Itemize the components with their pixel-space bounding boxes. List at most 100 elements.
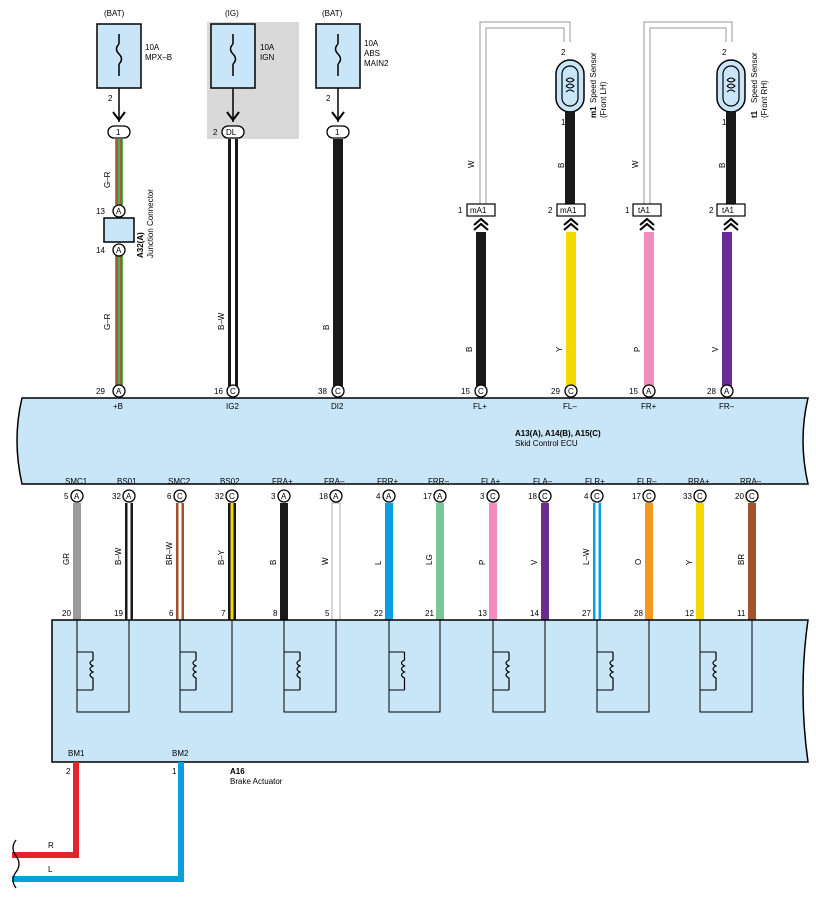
ecu-bottom-pin-label: BS02 <box>220 477 240 486</box>
fuse-pin: 2 <box>108 94 113 103</box>
solenoid-frame <box>596 620 650 713</box>
ecu-bottom-pin-num: 32 <box>112 492 121 501</box>
ecu-bottom-pin-label: FLR– <box>637 477 657 486</box>
svg-text:Y: Y <box>555 346 564 352</box>
svg-text:BM1: BM1 <box>68 749 85 758</box>
ecu-bottom-pin-conn: C <box>749 492 755 501</box>
ecu-bottom-pin-conn: C <box>542 492 548 501</box>
ecu-bottom-wire-stripe <box>595 503 599 620</box>
conn-pin-left: 2 <box>213 128 218 137</box>
ecu-bottom-pin-num: 18 <box>528 492 537 501</box>
ecu-bottom-pin-label: FLA– <box>533 477 553 486</box>
ecu-bottom-wire <box>489 503 497 620</box>
fuse-source: (IG) <box>225 9 239 18</box>
ecu-bottom-pin-num: 32 <box>215 492 224 501</box>
svg-text:+B: +B <box>113 402 123 411</box>
svg-text:38: 38 <box>318 387 327 396</box>
ecu-bottom-pin <box>225 489 239 503</box>
ecu-bottom-wire-label: BR–W <box>165 541 174 565</box>
ecu-bottom-pin-conn: C <box>229 492 235 501</box>
actuator-solenoids <box>76 620 753 713</box>
svg-text:FL–: FL– <box>563 402 577 411</box>
ecu-bottom-pin-conn: C <box>646 492 652 501</box>
svg-text:2: 2 <box>722 48 727 57</box>
solenoid-frame <box>76 620 130 713</box>
ecu-title: A13(A), A14(B), A15(C) <box>515 429 601 438</box>
ecu-bottom-pin-label: FLA+ <box>481 477 501 486</box>
ecu-bottom-wire-label: L <box>374 560 383 565</box>
bm-wires: 2 1 R L <box>12 762 184 889</box>
svg-text:A: A <box>646 387 652 396</box>
svg-text:(Front LH): (Front LH) <box>599 81 608 118</box>
actuator-pin-num: 21 <box>425 609 434 618</box>
svg-text:1: 1 <box>172 767 177 776</box>
ecu-bottom-pin-num: 33 <box>683 492 692 501</box>
ecu-bottom-pin <box>590 489 604 503</box>
ecu-bottom-pin <box>277 489 291 503</box>
ecu-bottom-pin-num: 4 <box>584 492 589 501</box>
ecu-bottom-pin-label: SMC2 <box>168 477 191 486</box>
svg-text:1: 1 <box>722 118 727 127</box>
fuse-amp: 10A <box>364 39 379 48</box>
solenoid-lead <box>284 651 300 691</box>
ecu-bottom-pin-label: RRA– <box>740 477 762 486</box>
ecu-bottom-wire <box>541 503 549 620</box>
actuator-pin-num: 13 <box>478 609 487 618</box>
ecu-bottom-wire-stripe <box>178 503 182 620</box>
ecu-bottom-pin-num: 18 <box>319 492 328 501</box>
solenoid-frame <box>388 620 441 713</box>
ecu-bottom-pin-conn: C <box>177 492 183 501</box>
solenoid-frame <box>699 620 753 713</box>
ecu-bottom-wire-label: O <box>634 559 643 565</box>
junction-pin-bottom: 14 <box>96 246 105 255</box>
skid-control-ecu: A13(A), A14(B), A15(C) Skid Control ECU <box>16 397 809 485</box>
svg-text:IG2: IG2 <box>226 402 239 411</box>
junction-pin-top: 13 <box>96 207 105 216</box>
svg-text:m1: m1 <box>589 106 598 118</box>
ecu-bottom-pin-conn: A <box>333 492 339 501</box>
ecu-bottom-wire-label: BR <box>737 554 746 565</box>
ecu-bottom-pin <box>693 489 707 503</box>
actuator-pin-num: 6 <box>169 609 174 618</box>
actuator-pin-num: 14 <box>530 609 539 618</box>
ecu-bottom-wire-label: Y <box>685 559 694 565</box>
ecu-bottom-wire <box>331 502 341 621</box>
wire-label: G–R <box>103 313 112 330</box>
ecu-bottom-pin <box>538 489 552 503</box>
solenoid-coil <box>89 652 95 690</box>
actuator-pin-num: 12 <box>685 609 694 618</box>
fuse-source: (BAT) <box>322 9 343 18</box>
ecu-subtitle: Skid Control ECU <box>515 439 578 448</box>
actuator-pin-num: 28 <box>634 609 643 618</box>
fuse-name-2: MAIN2 <box>364 59 389 68</box>
svg-text:tA1: tA1 <box>722 206 735 215</box>
ecu-bottom-pin-conn: A <box>281 492 287 501</box>
ecu-bottom-wire-label: LG <box>425 554 434 565</box>
ecu-bottom-wire-label: L–W <box>582 548 591 565</box>
svg-text:tA1: tA1 <box>638 206 651 215</box>
svg-text:DI2: DI2 <box>331 402 344 411</box>
solenoid-lead <box>597 651 613 691</box>
ecu-top-pins: A 29 +B C 16 IG2 C 38 DI2 C 15 FL+ C 29 … <box>96 384 735 411</box>
svg-text:(Front RH): (Front RH) <box>760 80 769 118</box>
svg-text:B: B <box>718 163 727 168</box>
svg-text:A: A <box>116 387 122 396</box>
ecu-bottom-wire-label: B–W <box>114 547 123 565</box>
actuator-pin-num: 20 <box>62 609 71 618</box>
svg-text:29: 29 <box>96 387 105 396</box>
ecu-bottom-pins: A5SMC1GR20SMC1A32BS01B–W19BS1C6SMC2BR–W6… <box>62 477 779 634</box>
ecu-bottom-pin-label: FRA+ <box>272 477 293 486</box>
svg-text:R: R <box>48 841 54 850</box>
svg-text:L: L <box>48 865 53 874</box>
ecu-bottom-wire <box>748 503 756 620</box>
solenoid-frame <box>179 620 233 713</box>
actuator-pin-num: 11 <box>737 609 746 618</box>
ecu-bottom-wire-stripe <box>127 503 131 620</box>
ecu-bottom-pin <box>70 489 84 503</box>
solenoid-coil <box>505 652 511 690</box>
actuator-name: Brake Actuator <box>230 777 283 786</box>
svg-text:B: B <box>557 163 566 168</box>
ecu-bottom-wire-label: B–Y <box>217 549 226 565</box>
actuator-pin-num: 27 <box>582 609 591 618</box>
conn-pin: 1 <box>116 128 121 137</box>
